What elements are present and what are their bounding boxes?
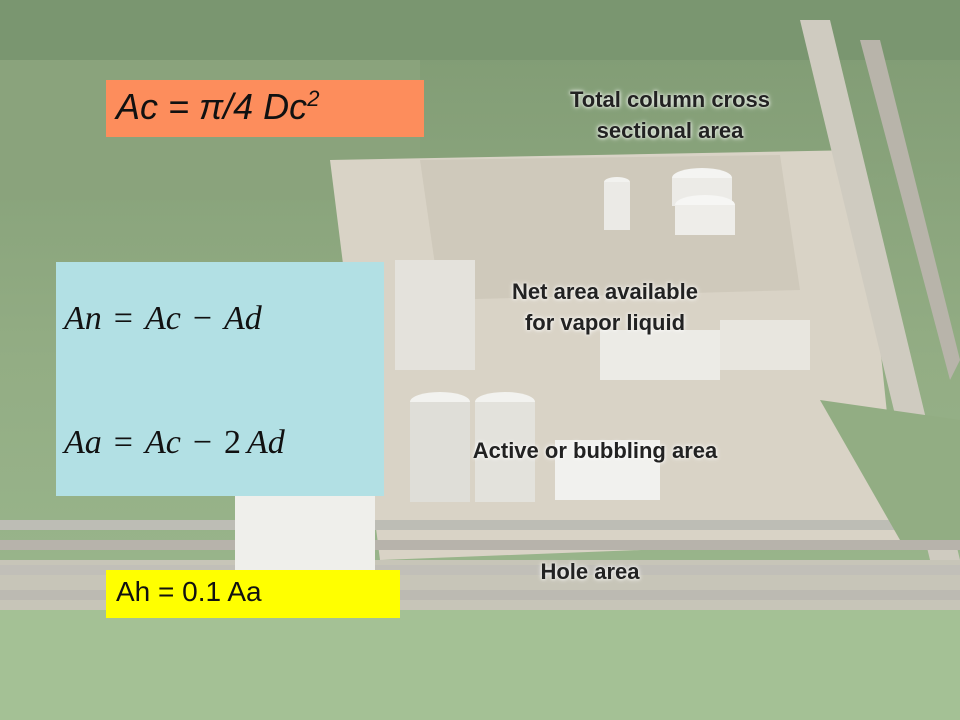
net-area-formula: An=Ac−Ad	[64, 300, 262, 337]
hole-area-formula: Ah = 0.1 Aa	[116, 576, 262, 607]
exponent: 2	[307, 86, 320, 111]
active-area-label: Active or bubbling area	[472, 438, 718, 463]
cross-section-formula-box: Ac = π/4 Dc2	[106, 80, 424, 137]
hole-area-formula-box: Ah = 0.1 Aa	[106, 570, 400, 618]
net-area-label: Net area available for vapor liquid	[512, 279, 698, 335]
cross-section-formula: Ac = π/4 Dc2	[116, 86, 320, 127]
hole-area-label: Hole area	[540, 559, 640, 584]
total-area-label: Total column cross sectional area	[569, 87, 771, 143]
